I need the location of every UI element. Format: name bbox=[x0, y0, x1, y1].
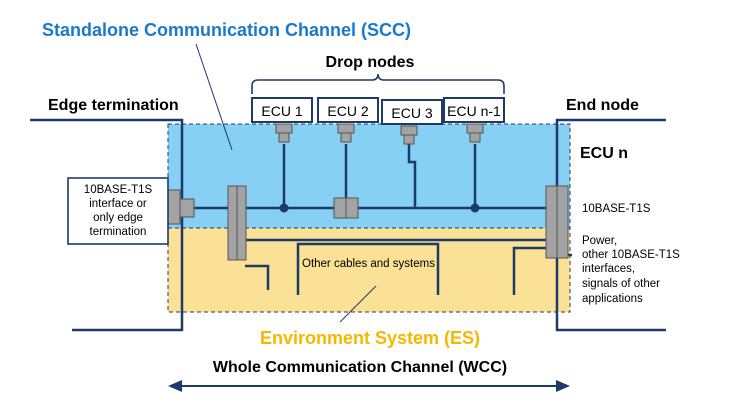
ecun1-junction bbox=[470, 203, 480, 213]
edge-connector bbox=[167, 189, 181, 225]
ecu-n-label: ECU n bbox=[580, 145, 628, 162]
es-title: Environment System (ES) bbox=[260, 328, 480, 348]
ecu2-connector-a bbox=[333, 197, 347, 219]
ecu-2-node: ECU 2 bbox=[317, 97, 379, 143]
ecu1-junction bbox=[279, 203, 289, 213]
edge-termination-label: Edge termination bbox=[48, 97, 179, 114]
inline-connector-left-a bbox=[227, 185, 238, 261]
edge-termination-box: 10BASE-T1S interface or only edge termin… bbox=[67, 177, 169, 245]
ecu-1-label: ECU 1 bbox=[261, 103, 302, 119]
scc-title: Standalone Communication Channel (SCC) bbox=[42, 20, 411, 40]
t1s-label: 10BASE-T1S bbox=[582, 203, 651, 215]
ecu-1-node: ECU 1 bbox=[251, 97, 313, 143]
ecu2-connector-b bbox=[345, 197, 359, 219]
edge-node-boundary bbox=[30, 118, 184, 332]
es-cable-2 bbox=[296, 242, 440, 295]
end-node-label: End node bbox=[566, 97, 639, 114]
edge-box-line-1: 10BASE-T1S bbox=[84, 184, 153, 196]
ecu-n1-label: ECU n-1 bbox=[447, 103, 501, 119]
power-line-2: other 10BASE-T1S bbox=[582, 249, 680, 261]
ecu-3-label: ECU 3 bbox=[391, 105, 432, 121]
drop-nodes-label: Drop nodes bbox=[326, 54, 415, 71]
es-cable-3 bbox=[245, 264, 270, 290]
inline-connector-left-b bbox=[236, 185, 247, 261]
edge-box-line-3: only edge bbox=[93, 212, 143, 224]
power-line-5: applications bbox=[582, 293, 643, 305]
wcc-label: Whole Communication Channel (WCC) bbox=[213, 359, 507, 376]
edge-box-line-2: interface or bbox=[89, 198, 147, 210]
drop-nodes-brace bbox=[251, 73, 505, 94]
ecu-3-node: ECU 3 bbox=[381, 99, 443, 145]
wcc-arrow-left-head bbox=[168, 380, 182, 392]
scc-pointer bbox=[195, 43, 233, 151]
es-pointer bbox=[339, 285, 377, 323]
wcc-arrow-right-head bbox=[556, 380, 570, 392]
other-cables-label: Other cables and systems bbox=[302, 258, 435, 270]
ecu-2-label: ECU 2 bbox=[327, 103, 368, 119]
end-connector-b bbox=[556, 185, 569, 259]
ecu-n1-node: ECU n-1 bbox=[443, 97, 505, 143]
edge-connector-plug bbox=[179, 198, 195, 218]
edge-box-line-4: termination bbox=[90, 226, 147, 238]
ecu3-stub bbox=[407, 144, 417, 208]
es-cable-4 bbox=[512, 246, 548, 295]
power-line-1: Power, bbox=[582, 235, 617, 247]
power-line-3: interfaces, bbox=[582, 263, 635, 275]
power-line-4: signals of other bbox=[582, 278, 660, 290]
end-connector-a bbox=[545, 185, 558, 259]
